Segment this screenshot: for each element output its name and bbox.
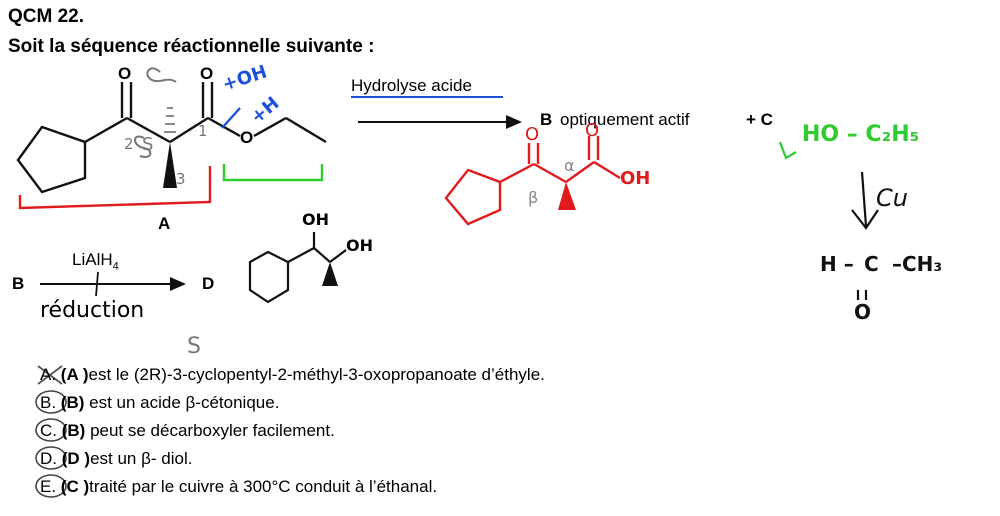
d-oh-top: OH xyxy=(302,210,329,229)
option-e-text: traité par le cuivre à 300°C conduit à l… xyxy=(89,477,438,496)
acetaldehyde-h: H – xyxy=(820,252,854,276)
qcm-number: QCM 22. xyxy=(8,6,85,27)
atom-o-ether-a: O xyxy=(240,128,254,147)
hashed-bond-a xyxy=(164,107,176,133)
product-b-label: B xyxy=(540,110,553,129)
atom-o-ester-a: O xyxy=(200,64,214,83)
red-oh-label: OH xyxy=(620,168,651,189)
option-b-label: (B) xyxy=(60,393,85,412)
option-d[interactable]: D. (D )est un β- diol. xyxy=(40,449,192,469)
option-a-label: (A ) xyxy=(60,365,89,384)
red-wedge-b xyxy=(558,182,576,210)
grey-s-mark xyxy=(134,135,152,158)
option-e[interactable]: E. (C )traité par le cuivre à 300°C cond… xyxy=(40,477,437,497)
arrow2-head xyxy=(170,277,186,291)
option-e-label: (C ) xyxy=(60,477,90,496)
blue-cleave-line xyxy=(221,107,241,129)
option-a-letter: A. xyxy=(40,365,57,384)
wedge-bond-a xyxy=(163,142,177,188)
question-intro: Soit la séquence réactionnelle suivante … xyxy=(8,36,375,57)
grey-s-label: S xyxy=(142,134,154,155)
option-d-text: est un β- diol. xyxy=(90,449,193,468)
cyclopentyl-ring-a xyxy=(16,125,87,194)
grey-number-3: 3 xyxy=(176,170,186,188)
lialh4-subscript: 4 xyxy=(112,260,119,273)
green-hook-arrow xyxy=(778,141,797,160)
beta-label: β xyxy=(528,188,539,207)
option-d-letter: D. xyxy=(40,449,57,468)
option-b-text: est un acide β-cétonique. xyxy=(84,393,280,412)
start-b-label: B xyxy=(12,274,25,293)
compound-a-structure xyxy=(16,82,327,194)
s-correction-note: S xyxy=(187,334,201,359)
d-oh-right: OH xyxy=(346,236,373,255)
cyclopentyl-ring-b xyxy=(444,168,502,226)
option-b[interactable]: B. (B) est un acide β-cétonique. xyxy=(40,393,279,413)
option-e-letter: E. xyxy=(40,477,57,496)
red-o-acid: O xyxy=(585,120,600,141)
option-circles xyxy=(35,390,67,498)
atom-o-ketone-a: O xyxy=(118,64,132,83)
grey-arrow-mark xyxy=(146,67,177,83)
reduction-note: réduction xyxy=(40,298,145,323)
option-c-letter: C. xyxy=(40,421,57,440)
alpha-label: α xyxy=(564,156,575,175)
plus-c-label: + C xyxy=(746,110,773,129)
option-c-text: peut se décarboxyler facilement. xyxy=(85,421,335,440)
option-b-letter: B. xyxy=(40,393,57,412)
acetaldehyde-c: C xyxy=(864,252,879,276)
lialh4-text: LiAlH xyxy=(72,250,113,269)
green-bracket-a xyxy=(222,164,324,182)
red-structure-b xyxy=(444,136,621,226)
arrow2-tick xyxy=(95,271,99,297)
cu-label: Cu xyxy=(876,184,908,212)
option-c-label: (B) xyxy=(61,421,86,440)
acetaldehyde-ch3: –CH₃ xyxy=(892,252,943,276)
red-bracket-a xyxy=(18,166,212,210)
cu-arrow xyxy=(851,171,879,300)
lialh4-reagent: LiAlH4 xyxy=(72,250,119,272)
compound-a-label: A xyxy=(158,214,171,233)
option-c[interactable]: C. (B) peut se décarboxyler facilement. xyxy=(40,421,335,441)
structure-d xyxy=(248,232,347,304)
red-o-ketone: O xyxy=(525,124,540,145)
cyclohexyl-ring-d xyxy=(248,250,290,304)
product-b-description: optiquement actif xyxy=(560,110,690,129)
green-ethanol: HO – C₂H₅ xyxy=(802,122,920,147)
arrow1-head xyxy=(506,115,522,129)
arrow1-label: Hydrolyse acide xyxy=(351,76,472,95)
product-d-label: D xyxy=(202,274,215,293)
cross-option-a-2 xyxy=(37,365,63,385)
option-a[interactable]: A. (A )est le (2R)-3-cyclopentyl-2-méthy… xyxy=(40,365,545,385)
option-a-text: est le (2R)-3-cyclopentyl-2-méthyl-3-oxo… xyxy=(88,365,545,384)
grey-number-2: 2 xyxy=(124,135,134,153)
option-d-label: (D ) xyxy=(61,449,91,468)
grey-number-1: 1 xyxy=(198,122,208,140)
acetaldehyde-o: O xyxy=(854,300,872,324)
wedge-bond-d xyxy=(322,262,338,286)
